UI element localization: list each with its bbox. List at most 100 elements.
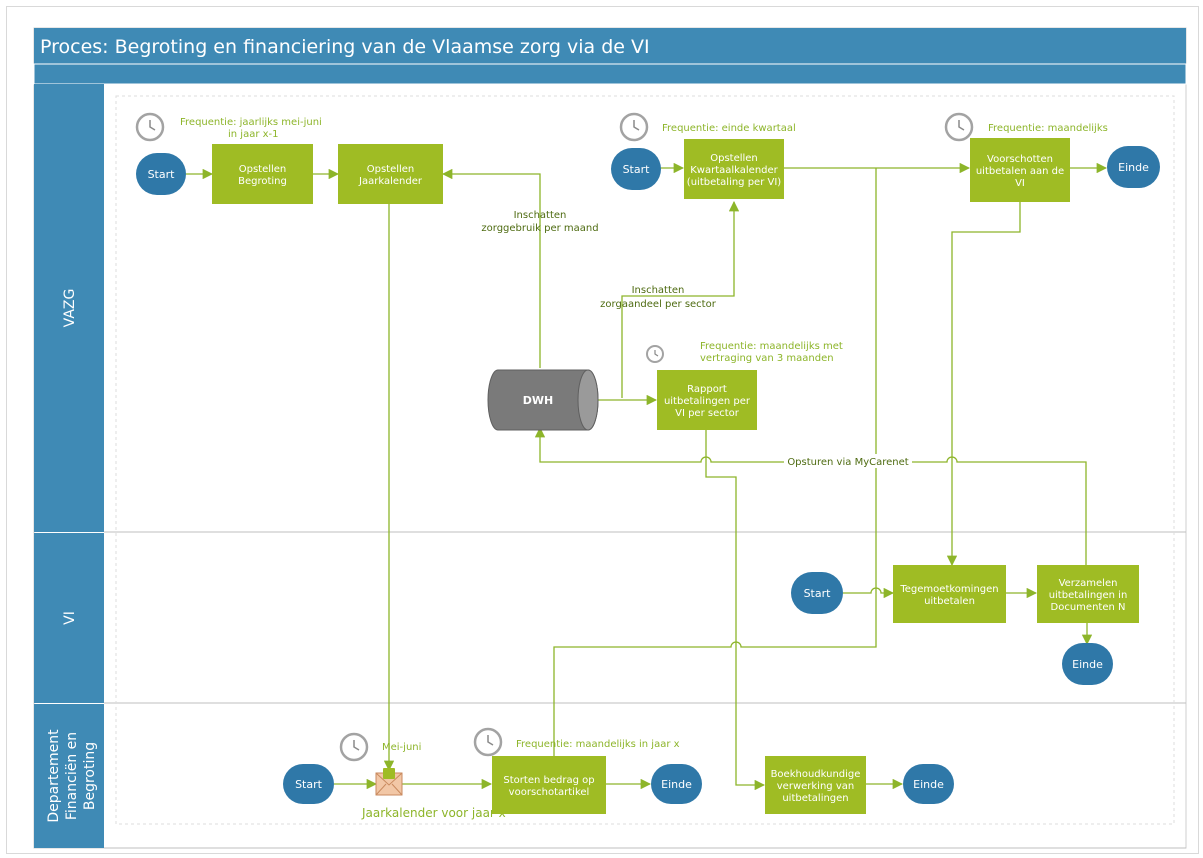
event-label: Start: [804, 587, 832, 600]
task-label: Storten bedrag op: [503, 775, 594, 786]
flow-label-zorggebruik-2: zorggebruik per maand: [481, 223, 598, 234]
task-label: uitbetalen aan de: [976, 166, 1064, 177]
task-box: [338, 144, 443, 204]
lane-vi-header: [34, 533, 104, 703]
start-event[interactable]: Start: [136, 153, 186, 195]
task-box: [212, 144, 313, 204]
task-label: Rapport: [687, 384, 727, 395]
note-freq-jaar-x: Frequentie: maandelijks in jaar x: [516, 739, 680, 750]
lane-dep-label-1: Departement: [46, 729, 62, 823]
message-envelope-icon[interactable]: [375, 768, 403, 796]
clock-icon: [339, 732, 369, 762]
start-event[interactable]: Start: [611, 148, 661, 190]
task-label: uitbetalingen in: [1049, 590, 1128, 601]
task-label: VI per sector: [675, 408, 740, 419]
task-label: Boekhoudkundige: [771, 769, 861, 780]
lane-vazg-label: VAZG: [62, 289, 78, 328]
task-label: verwerking van: [777, 781, 854, 792]
task-label: voorschotartikel: [509, 787, 590, 798]
event-label: Einde: [661, 778, 692, 791]
event-shape: [903, 764, 954, 804]
note-freq-vertraging-1: Frequentie: maandelijks met: [700, 341, 843, 352]
task-label: uitbetalen: [924, 596, 975, 607]
nodes: OpstellenBegrotingOpstellenJaarkalenderO…: [136, 138, 1160, 814]
task-box: [684, 139, 784, 199]
einde-event[interactable]: Einde: [651, 764, 702, 804]
event-shape: [791, 572, 843, 614]
note-freq-jaarlijks-2: in jaar x-1: [228, 129, 279, 140]
task-label: Documenten N: [1051, 602, 1126, 613]
clock-icon: [646, 345, 664, 363]
note-freq-jaarlijks-1: Frequentie: jaarlijks mei-juni: [180, 117, 322, 128]
task-label: uitbetalingen: [782, 793, 848, 804]
clock-icon: [619, 112, 649, 142]
mycarenet-label-bg: [784, 454, 912, 468]
event-shape: [611, 148, 661, 190]
flow-dwh-kwartaal: [621, 200, 740, 398]
event-label: Einde: [1118, 161, 1149, 174]
task-box: [492, 756, 606, 814]
task-label: Opstellen: [239, 164, 287, 175]
task-label: Jaarkalender: [358, 176, 423, 187]
clock-icon: [135, 112, 165, 142]
einde-event[interactable]: Einde: [903, 764, 954, 804]
flows: [186, 162, 1108, 791]
flow-dwh-jaarkalender: [441, 168, 541, 368]
flow-verzamelen-dwh: [534, 426, 1087, 565]
event-shape: [283, 764, 334, 804]
note-mei-juni: Mei-juni: [382, 742, 421, 753]
start-event[interactable]: Start: [283, 764, 334, 804]
task-label: uitbetalingen per: [664, 396, 751, 407]
flow-rapport-boekhoud: [705, 430, 766, 791]
message-label: Jaarkalender voor jaar x: [361, 806, 506, 820]
task-label: VI: [1015, 178, 1025, 189]
task-box: [765, 756, 866, 814]
task-box: [657, 370, 757, 430]
einde-event[interactable]: Einde: [1107, 146, 1160, 188]
flow-start3-tegemoet: [843, 587, 895, 599]
event-label: Start: [623, 163, 651, 176]
event-label: Start: [295, 778, 323, 791]
lane-vi-label: VI: [62, 611, 78, 625]
event-label: Start: [148, 168, 176, 181]
task-label: Opstellen: [710, 153, 758, 164]
dwh-label: DWH: [523, 394, 553, 407]
dwh-datastore[interactable]: DWH: [487, 369, 599, 431]
task-box: [893, 565, 1006, 623]
task-label: Verzamelen: [1059, 578, 1118, 589]
page-title: Proces: Begroting en financiering van de…: [40, 36, 650, 58]
lane-dep-label-2: Financiën en: [64, 732, 80, 820]
flow-label-zorgaandeel-2: zorgaandeel per sector: [600, 299, 717, 310]
flow-label-mycarenet: Opsturen via MyCarenet: [787, 457, 908, 468]
note-freq-vertraging-2: vertraging van 3 maanden: [700, 353, 834, 364]
einde-event[interactable]: Einde: [1062, 643, 1113, 685]
event-label: Einde: [913, 778, 944, 791]
event-shape: [1107, 146, 1160, 188]
event-shape: [136, 153, 186, 195]
flow-label-zorggebruik-1: Inschatten: [514, 210, 567, 221]
task-label: Tegemoetkomingen: [899, 584, 998, 595]
clock-icon: [944, 112, 974, 142]
clock-icon: [473, 727, 503, 757]
start-event[interactable]: Start: [791, 572, 843, 614]
task-label: (uitbetaling per VI): [687, 177, 781, 188]
task-box: [1037, 565, 1139, 623]
task-label: Begroting: [238, 176, 287, 187]
title-sub-bar: [33, 63, 1187, 85]
inner-dashed-area: [115, 95, 1175, 825]
task-label: Voorschotten: [987, 154, 1053, 165]
title-bar: [34, 28, 1186, 64]
note-freq-maandelijks: Frequentie: maandelijks: [988, 123, 1108, 134]
task-label: Opstellen: [367, 164, 415, 175]
event-label: Einde: [1072, 658, 1103, 671]
